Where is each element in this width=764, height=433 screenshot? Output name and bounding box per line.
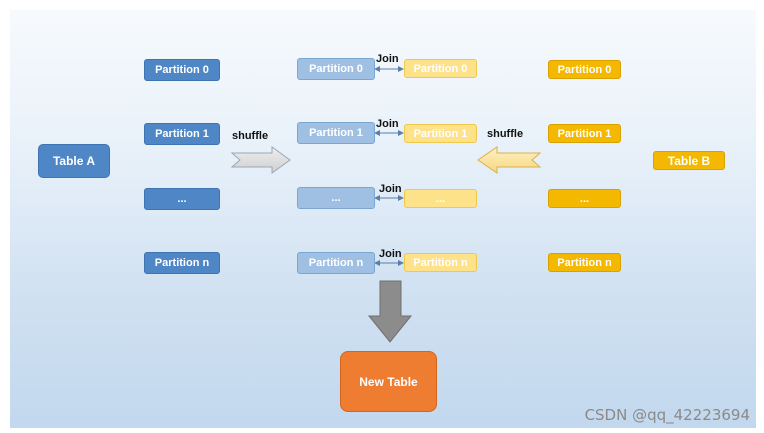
middle-yellow-partition-0: Partition 0 bbox=[404, 59, 477, 78]
down-arrow bbox=[367, 280, 413, 343]
left-partition-n: Partition n bbox=[144, 252, 220, 274]
left-partition-0: Partition 0 bbox=[144, 59, 220, 81]
join-label-2: Join bbox=[379, 183, 402, 195]
shuffle-arrow-right bbox=[230, 146, 291, 174]
middle-yellow-partition-n: Partition n bbox=[404, 253, 477, 272]
diagram-canvas: Table A Partition 0 Partition 1 ... Part… bbox=[10, 10, 756, 428]
right-partition-ellipsis: ... bbox=[548, 189, 621, 208]
shuffle-label-left: shuffle bbox=[232, 130, 269, 142]
join-label-3: Join bbox=[379, 248, 402, 260]
right-partition-1: Partition 1 bbox=[548, 124, 621, 143]
right-partition-n: Partition n bbox=[548, 253, 621, 272]
right-partition-0: Partition 0 bbox=[548, 60, 621, 79]
middle-blue-partition-0: Partition 0 bbox=[297, 58, 375, 80]
join-label-1: Join bbox=[376, 118, 399, 130]
left-partition-1: Partition 1 bbox=[144, 123, 220, 145]
table-a-node: Table A bbox=[38, 144, 110, 178]
shuffle-label-right: shuffle bbox=[487, 128, 524, 140]
new-table-node: New Table bbox=[340, 351, 437, 412]
middle-yellow-partition-1: Partition 1 bbox=[404, 124, 477, 143]
middle-blue-partition-ellipsis: ... bbox=[297, 187, 375, 209]
shuffle-arrow-left bbox=[477, 146, 542, 174]
middle-yellow-partition-ellipsis: ... bbox=[404, 189, 477, 208]
join-label-0: Join bbox=[376, 53, 399, 65]
watermark: CSDN @qq_42223694 bbox=[584, 406, 750, 424]
middle-blue-partition-1: Partition 1 bbox=[297, 122, 375, 144]
left-partition-ellipsis: ... bbox=[144, 188, 220, 210]
diagram-arrows bbox=[230, 66, 542, 343]
table-b-node: Table B bbox=[653, 151, 725, 170]
middle-blue-partition-n: Partition n bbox=[297, 252, 375, 274]
